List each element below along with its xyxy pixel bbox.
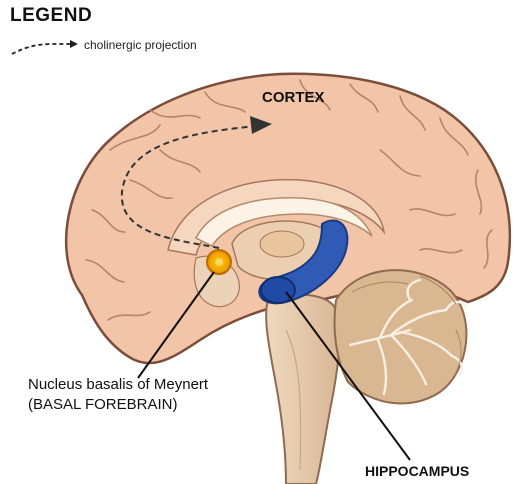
legend-entry-label: cholinergic projection — [84, 38, 197, 52]
nucleus-basalis-label: Nucleus basalis of Meynert (BASAL FOREBR… — [28, 375, 208, 415]
hippocampus-label: HIPPOCAMPUS — [365, 463, 469, 479]
cortex-label: CORTEX — [262, 89, 325, 106]
hippocampus-core — [261, 277, 295, 303]
legend-title: LEGEND — [10, 5, 92, 27]
brainstem — [266, 295, 339, 484]
legend-arrow-icon — [12, 40, 78, 54]
nucleus-basalis-label-line2: (BASAL FOREBRAIN) — [28, 395, 208, 415]
nucleus-basalis-label-line1: Nucleus basalis of Meynert — [28, 375, 208, 395]
thalamus-nucleus — [260, 231, 304, 257]
